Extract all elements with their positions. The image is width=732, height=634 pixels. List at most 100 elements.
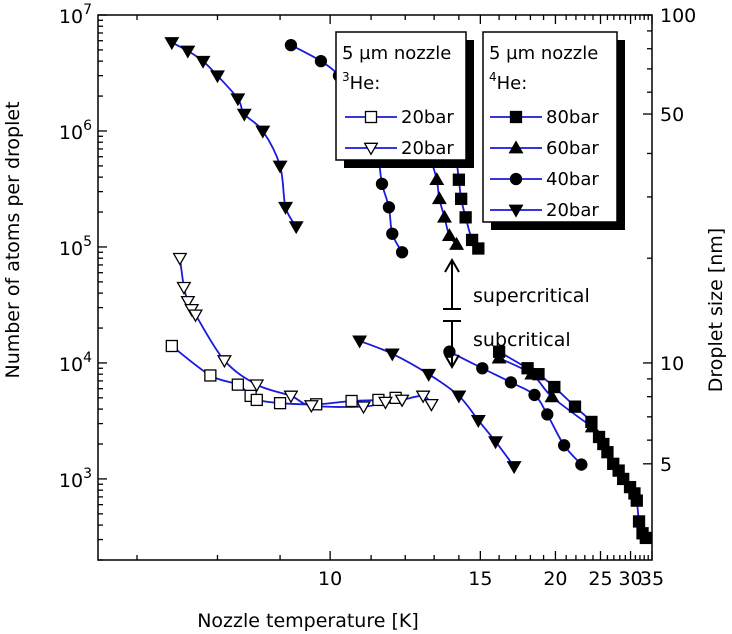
series-2-point-10 [395,246,409,259]
series-2-point-1 [314,55,328,68]
supercritical-label: supercritical [473,285,590,307]
series-2-point-7 [375,177,389,191]
series-0-point-22 [601,446,614,459]
y2-tick-label-10: 10 [660,353,684,375]
legend-he3-entries-label-1: 20bar [401,138,454,159]
series-1-line-1 [498,357,593,428]
series-2-point-12 [476,362,489,375]
series-0-line-1 [498,350,647,539]
series-5-point-8 [303,400,319,414]
x-tick-label-25: 25 [588,568,612,590]
x-tick-label-15: 15 [468,568,492,590]
y-tick-label-10000000: 107 [59,2,92,28]
series-5-point-9 [356,401,371,415]
series-5-point-4 [188,309,203,323]
y2-tick-label-5: 5 [660,454,672,476]
legend-he4-entries-label-2: 40bar [546,169,599,190]
series-0-point-11 [459,211,472,224]
series-3-point-2 [195,55,211,69]
x-tick-label-35: 35 [640,568,664,590]
series-5-point-2 [180,295,196,309]
series-5-point-12 [415,390,431,404]
series-3-point-0 [164,37,180,51]
legend-he4-entries-marker-3 [508,204,524,218]
legend-he4-entries-marker-0 [509,110,523,124]
series-5-point-0 [172,252,188,266]
y2-axis-title: Droplet size [nm] [705,228,727,392]
legend-he4-entries-label-0: 80bar [546,107,599,128]
series-5-point-1 [176,281,192,295]
series-5-line-0 [179,258,433,408]
y-tick-label-1000: 103 [59,466,92,492]
series-2-point-8 [382,201,396,214]
series-3-point-5 [236,108,252,122]
legend-he4-entries-label-3: 20bar [546,200,599,221]
series-3-point-10 [352,335,368,349]
series-3-point-14 [470,415,486,428]
plot-frame [97,14,653,561]
x-tick-label-10: 10 [318,568,342,590]
y-tick-label-100000: 105 [59,234,92,260]
legend-he3-entries-label-0: 20bar [401,107,454,128]
series-3-point-3 [210,70,225,84]
series-1-point-14 [584,419,600,433]
series-5-point-10 [378,396,393,410]
series-0-point-28 [630,494,643,507]
series-1-point-6 [429,172,445,186]
series-3-point-1 [180,45,196,59]
series-5-point-7 [283,390,299,404]
series-4-point-2 [231,378,244,391]
series-3-point-11 [384,348,400,362]
series-3-point-7 [272,160,288,174]
series-3-point-16 [506,461,522,475]
series-0-point-29 [632,515,646,528]
x-tick-label-20: 20 [543,568,567,590]
y-axis-title: Number of atoms per droplet [2,101,24,378]
y2-tick-label-100: 100 [660,5,696,27]
series-2-point-0 [284,38,298,52]
series-2-point-13 [504,376,518,389]
series-0-point-10 [455,192,468,205]
y-tick-label-1000000: 106 [59,118,92,144]
series-0-point-12 [465,233,479,247]
series-1-point-12 [524,366,540,380]
series-5-point-5 [216,355,232,369]
series-5-point-13 [423,398,439,412]
legend-he4-entries-marker-2 [509,172,523,186]
series-2-point-14 [528,388,541,402]
series-4-line-0 [171,345,396,406]
legend-he4-entries-label-1: 60bar [546,138,599,159]
series-4-point-7 [345,394,358,408]
series-4-point-1 [204,369,217,382]
legend-he4-title: 5 µm nozzle [489,43,598,64]
x-axis-title: Nozzle temperature [K] [197,610,419,632]
critical-arrow [443,258,461,369]
series-1-point-8 [437,209,452,223]
subcritical-label: subcritical [473,329,571,351]
series-1-point-7 [431,191,447,205]
series-2-point-17 [575,458,588,471]
series-3-line-0 [171,41,298,228]
series-3-point-12 [421,368,437,382]
series-0-point-9 [452,173,466,186]
legend-he3-title: 5 µm nozzle [342,43,451,64]
y2-tick-label-50: 50 [660,104,684,126]
series-3-point-8 [278,201,294,215]
series-1-point-13 [544,389,560,403]
series-4-point-4 [250,393,263,407]
series-0-point-25 [617,472,630,486]
legend-he3-isotope: 3He: [342,70,380,94]
series-3-point-9 [288,221,304,235]
series-2-point-15 [541,408,554,421]
legend-he3-entries-marker-1 [363,142,379,156]
series-0-point-18 [568,400,582,413]
series-3-point-13 [451,390,467,404]
legend-he3-entries-marker-0 [364,110,378,124]
series-3-point-6 [255,125,271,139]
series-2-point-16 [557,439,571,452]
series-4-point-5 [273,397,287,410]
series-1-point-10 [449,236,465,250]
legend-he4-isotope: 4He: [489,70,527,94]
